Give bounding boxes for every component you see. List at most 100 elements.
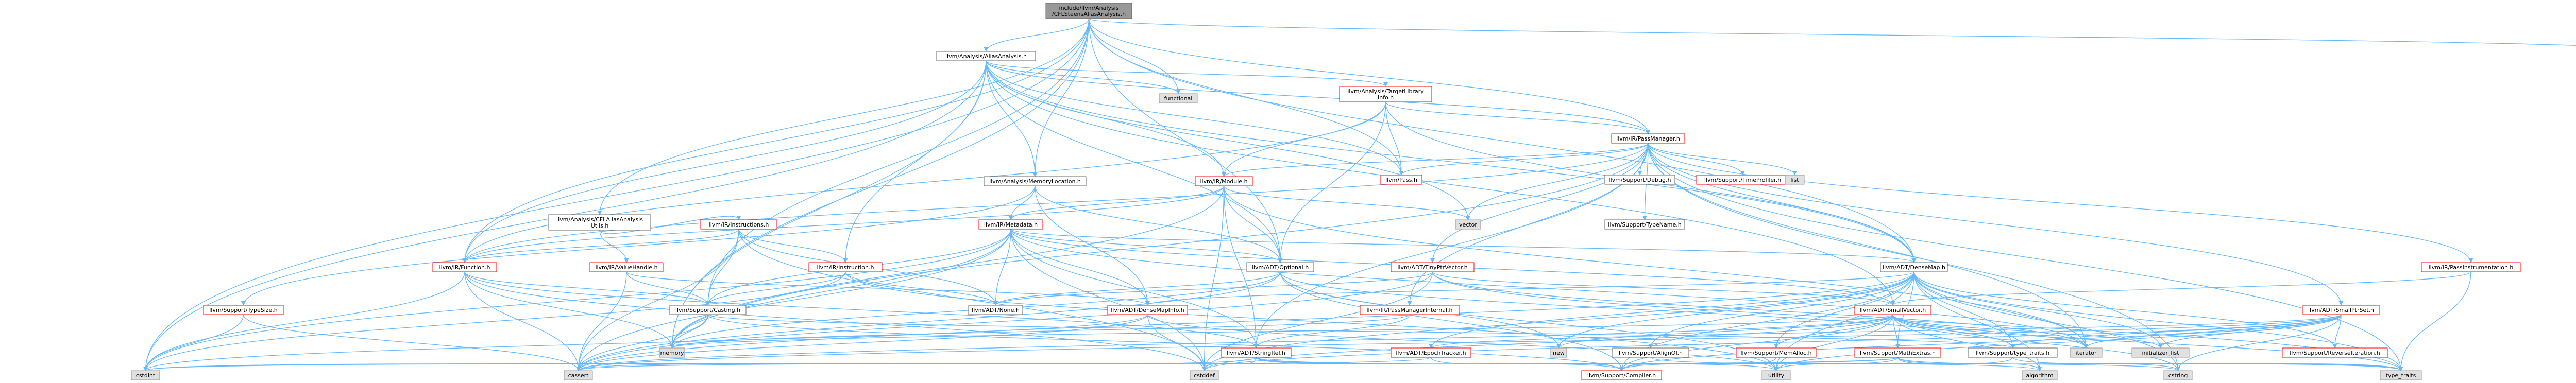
node-initlist[interactable]: initializer_list <box>2131 347 2190 358</box>
node-typesize[interactable]: llvm/Support/TypeSize.h <box>203 305 284 315</box>
node-label: llvm/Pass.h <box>1385 177 1417 183</box>
edge-module-to-function <box>462 185 1225 263</box>
edge-pm-to-vector <box>1465 143 1649 220</box>
edge-smallvector-to-utility <box>1773 314 1893 371</box>
node-pmint[interactable]: llvm/IR/PassManagerInternal.h <box>1360 305 1460 315</box>
edge-tli-to-pm <box>1385 101 1651 134</box>
edge-module-to-optional <box>1223 185 1283 263</box>
node-aa[interactable]: llvm/Analysis/AliasAnalysis.h <box>936 51 1036 61</box>
edge-pm-to-passinstr <box>1648 143 2473 263</box>
node-metadata[interactable]: llvm/IR/Metadata.h <box>978 219 1043 230</box>
node-cassert[interactable]: cassert <box>564 370 593 380</box>
node-box <box>1360 305 1460 315</box>
node-densemapinfo[interactable]: llvm/ADT/DenseMapInfo.h <box>1107 305 1188 315</box>
node-casting[interactable]: llvm/Support/Casting.h <box>669 305 747 315</box>
edge-smallptrset-to-cassert <box>576 314 2342 371</box>
node-box <box>1736 347 1817 358</box>
node-memalloc[interactable]: llvm/Support/MemAlloc.h <box>1736 347 1817 358</box>
edge-smallvector-to-cstddef <box>1202 314 1893 371</box>
edge-pm-to-function <box>462 143 1649 263</box>
node-functional[interactable]: functional <box>1159 93 1198 103</box>
node-typetraitsstd[interactable]: type_traits <box>2380 370 2422 380</box>
node-box <box>968 305 1023 315</box>
node-instructions[interactable]: llvm/IR/Instructions.h <box>700 219 777 230</box>
node-box <box>1159 93 1198 103</box>
node-box <box>1550 347 1567 358</box>
node-label: include/llvm/Analysis <box>1059 5 1119 11</box>
node-label: llvm/Support/TypeName.h <box>1608 221 1681 228</box>
node-algorithm[interactable]: algorithm <box>2022 370 2058 380</box>
node-debug[interactable]: llvm/Support/Debug.h <box>1604 175 1675 185</box>
edge-aa-to-vector <box>986 60 1471 220</box>
edge-pm-to-iterator <box>1648 143 2089 349</box>
node-reverseiter[interactable]: llvm/Support/ReverseIteration.h <box>2282 347 2388 358</box>
node-box <box>203 305 284 315</box>
edge-aa-to-functional <box>986 60 1181 94</box>
edge-function-to-memory <box>464 271 675 349</box>
node-list[interactable]: list <box>1785 175 1805 185</box>
node-label: llvm/Support/TimeProfiler.h <box>1704 177 1781 183</box>
node-memloc[interactable]: llvm/Analysis/MemoryLocation.h <box>984 176 1087 186</box>
edge-metadata-to-none <box>993 229 1011 306</box>
edge-memloc-to-typesize <box>241 185 1036 306</box>
node-typetraits[interactable]: llvm/Support/type_traits.h <box>1968 347 2058 358</box>
node-memory[interactable]: memory <box>659 347 685 358</box>
node-box <box>2070 347 2103 358</box>
node-function[interactable]: llvm/IR/Function.h <box>432 262 497 272</box>
node-typename[interactable]: llvm/Support/TypeName.h <box>1604 219 1685 230</box>
node-pass[interactable]: llvm/Pass.h <box>1380 175 1422 185</box>
node-timeprof[interactable]: llvm/Support/TimeProfiler.h <box>1696 175 1789 185</box>
node-iterator[interactable]: iterator <box>2070 347 2103 358</box>
edge-cflutils-to-instructions <box>599 215 741 234</box>
node-instruction[interactable]: llvm/IR/Instruction.h <box>808 262 883 272</box>
node-none[interactable]: llvm/ADT/None.h <box>968 305 1023 315</box>
node-smallptrset[interactable]: llvm/ADT/SmallPtrSet.h <box>2302 305 2380 315</box>
node-label: llvm/ADT/EpochTracker.h <box>1396 350 1466 356</box>
node-smallvector[interactable]: llvm/ADT/SmallVector.h <box>1854 305 1931 315</box>
edge-root-to-casting <box>705 18 1090 306</box>
node-box <box>1195 176 1253 186</box>
edge-tinyptr-to-smallvector <box>1432 271 1895 306</box>
edge-memloc-to-metadata <box>1008 185 1036 220</box>
edge-module-to-cstddef <box>1201 185 1225 371</box>
node-box <box>131 370 160 380</box>
node-stringref[interactable]: llvm/ADT/StringRef.h <box>1221 347 1292 358</box>
edge-memloc-to-densemapinfo <box>1035 185 1150 306</box>
node-pm[interactable]: llvm/IR/PassManager.h <box>1611 133 1685 144</box>
node-tinyptr[interactable]: llvm/ADT/TinyPtrVector.h <box>1391 262 1475 272</box>
node-label: functional <box>1164 95 1193 102</box>
node-label: llvm/IR/Function.h <box>439 264 490 271</box>
node-densemap[interactable]: llvm/ADT/DenseMap.h <box>1880 262 1948 272</box>
node-label: llvm/Support/MathExtras.h <box>1860 350 1936 356</box>
node-label: llvm/ADT/DenseMapInfo.h <box>1111 307 1184 314</box>
node-cstddef[interactable]: cstddef <box>1190 370 1219 380</box>
node-label: cstring <box>2168 372 2188 379</box>
edge-metadata-to-optional <box>1010 229 1283 263</box>
edge-root-to-function <box>462 18 1090 263</box>
edge-metadata-to-densemap <box>1010 229 1917 263</box>
node-box <box>548 214 651 231</box>
edge-densemap-to-densemapinfo <box>1145 271 1914 306</box>
node-mathext[interactable]: llvm/Support/MathExtras.h <box>1854 347 1941 358</box>
edge-aa-to-pass <box>986 60 1404 176</box>
node-passinstr[interactable]: llvm/IR/PassInstrumentation.h <box>2421 262 2521 272</box>
node-valuehandle[interactable]: llvm/IR/ValueHandle.h <box>589 262 664 272</box>
node-new[interactable]: new <box>1550 347 1567 358</box>
node-optional[interactable]: llvm/ADT/Optional.h <box>1246 262 1314 272</box>
node-epoch[interactable]: llvm/ADT/EpochTracker.h <box>1391 347 1471 358</box>
edge-metadata-to-memory <box>669 229 1011 349</box>
node-root: include/llvm/Analysis/CFLSteensAliasAnal… <box>1045 3 1132 19</box>
node-vector[interactable]: vector <box>1455 219 1481 230</box>
edge-smallptrset-to-typetraits <box>2010 314 2342 349</box>
edge-typetraits-to-typetraitsstd <box>2012 357 2403 371</box>
node-compiler[interactable]: llvm/Support/Compiler.h <box>1581 370 1662 380</box>
node-alignof[interactable]: llvm/Support/AlignOf.h <box>1612 347 1689 358</box>
node-cstring[interactable]: cstring <box>2163 370 2193 380</box>
node-cstdint[interactable]: cstdint <box>131 370 160 380</box>
node-module[interactable]: llvm/IR/Module.h <box>1195 176 1253 186</box>
node-utility[interactable]: utility <box>1761 370 1791 380</box>
edge-casting-to-memory <box>669 314 708 349</box>
